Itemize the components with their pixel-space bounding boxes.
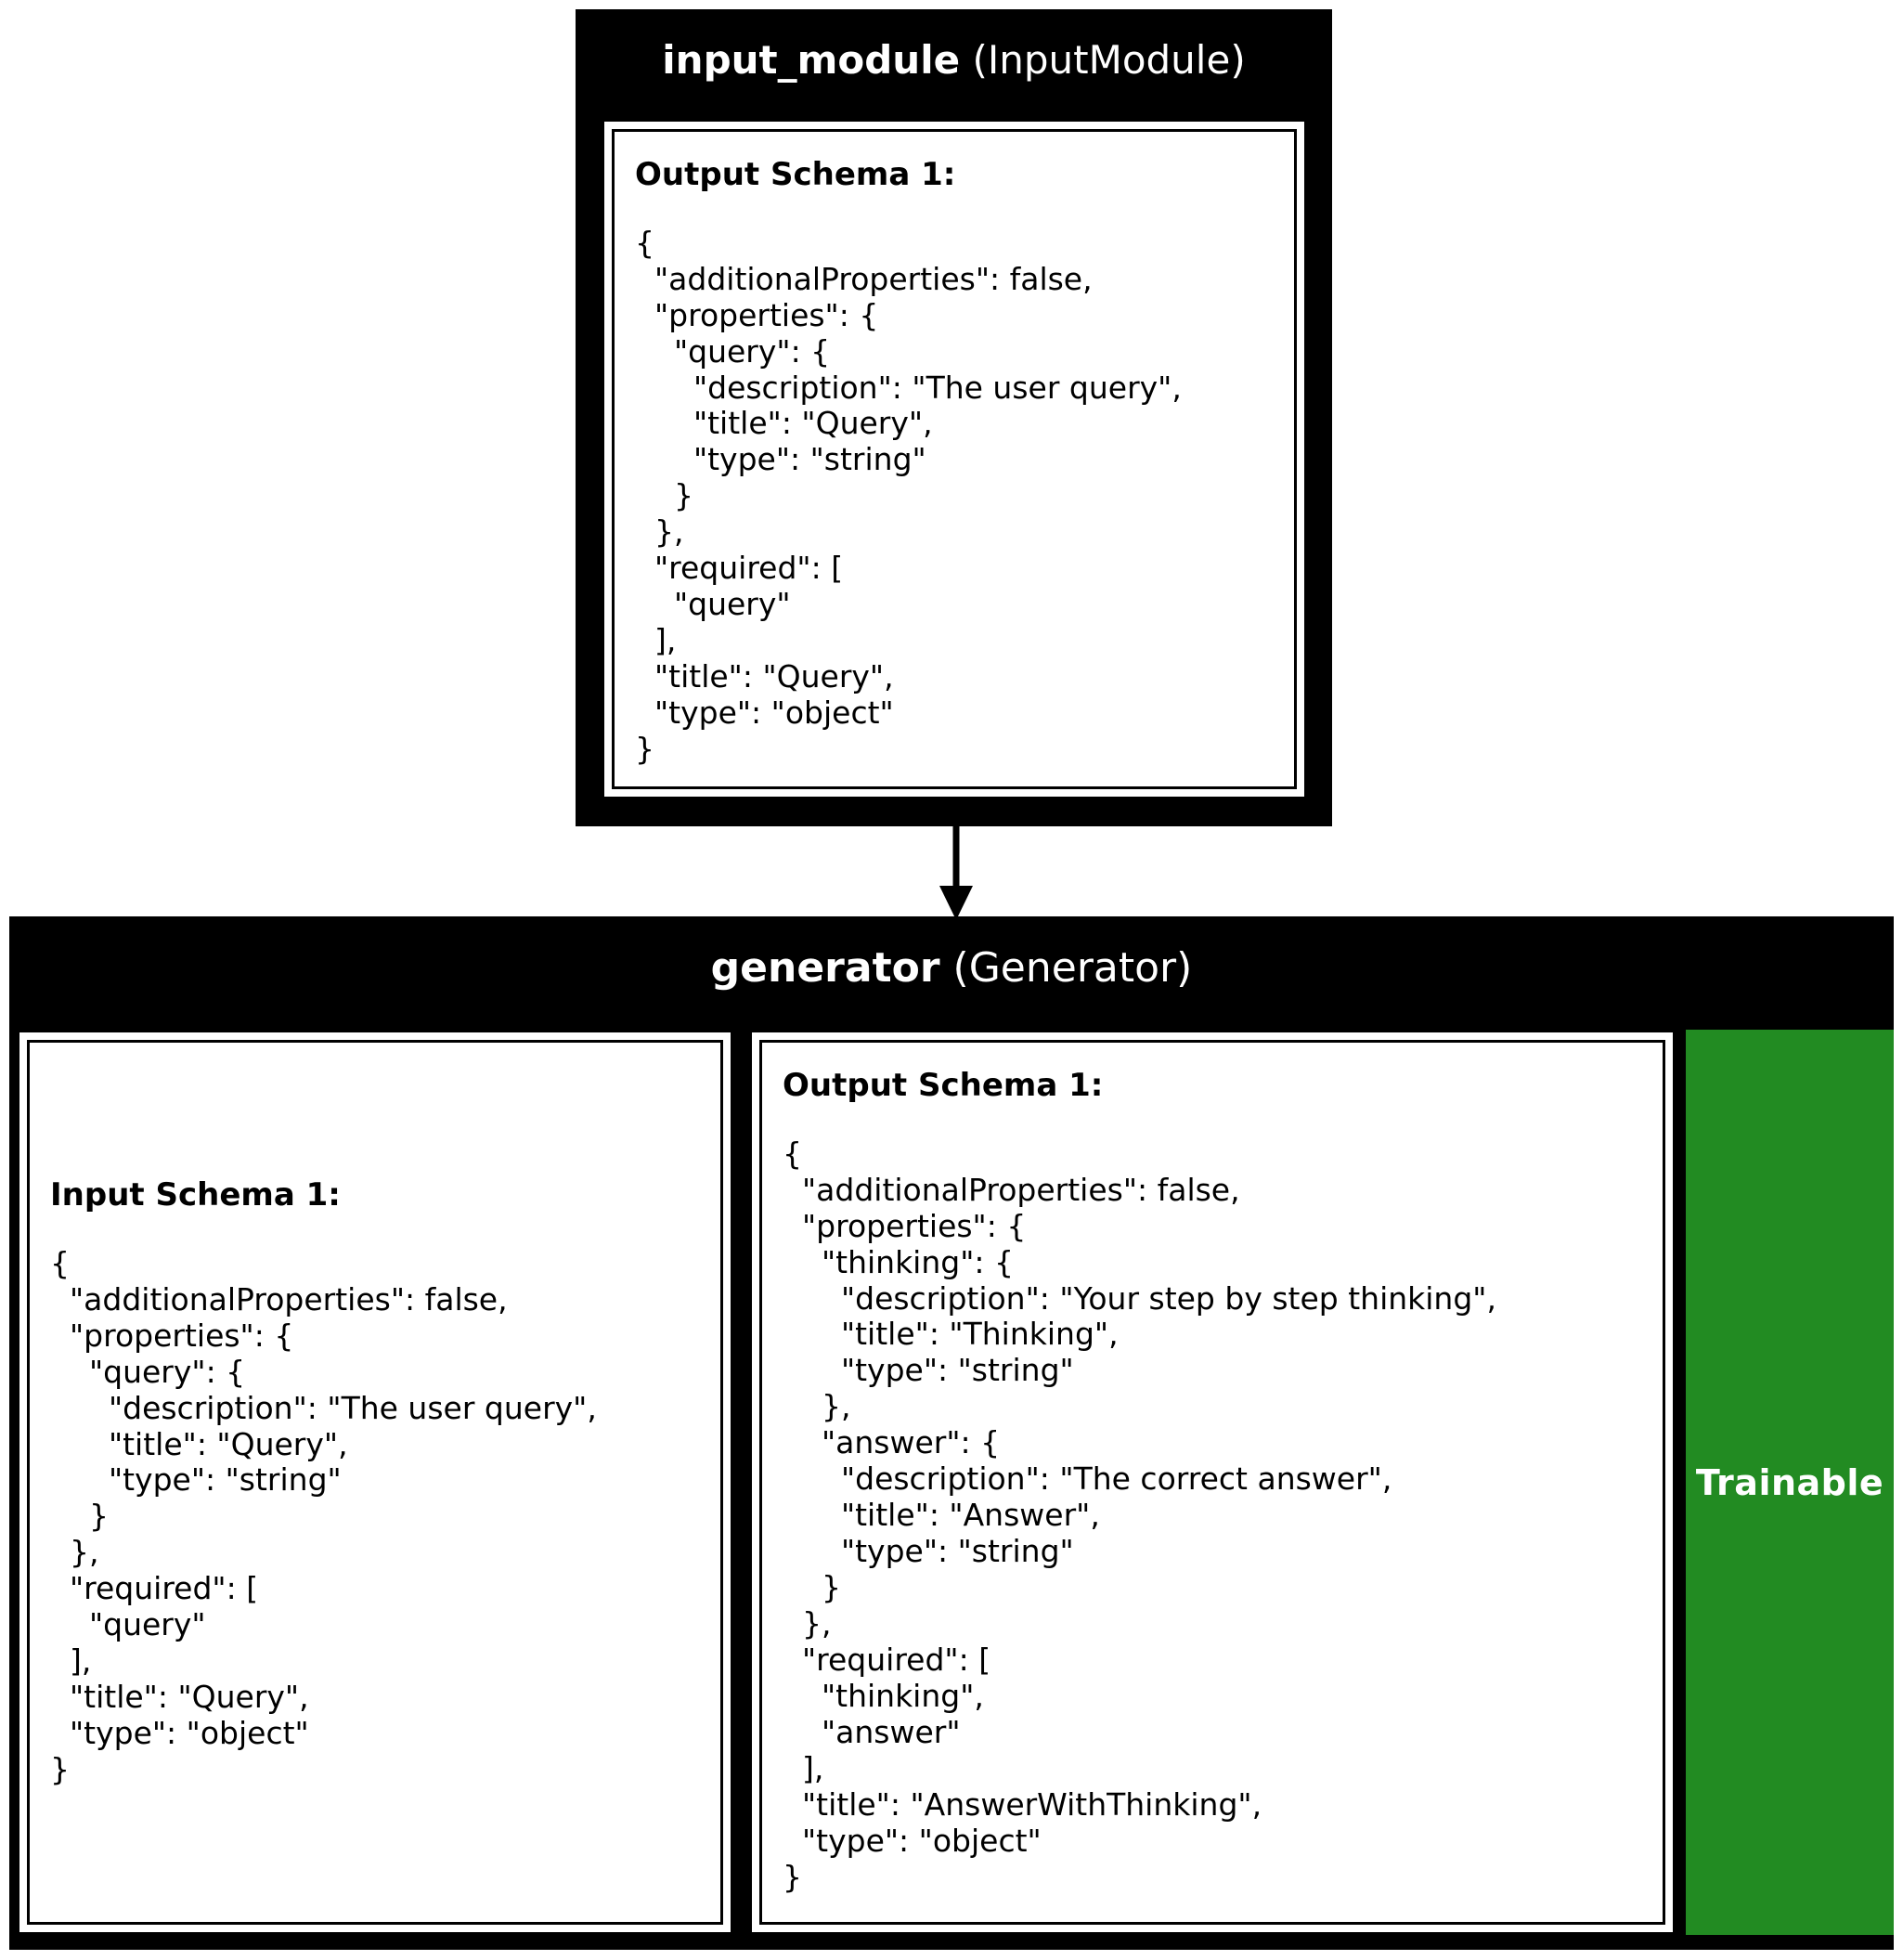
module-generator[interactable]: generator (Generator) Input Schema 1: { … [9,916,1894,1950]
input-module-output-schema-panel[interactable]: Output Schema 1: { "additionalProperties… [602,119,1307,799]
input-module-output-schema-json: { "additionalProperties": false, "proper… [635,224,1182,767]
module-input-module-class: (InputModule) [972,37,1246,83]
generator-output-schema-panel[interactable]: Output Schema 1: { "additionalProperties… [749,1030,1676,1935]
generator-trainable-badge[interactable]: Trainable [1686,1030,1894,1935]
generator-output-schema-heading: Output Schema 1: [783,1067,1104,1104]
generator-input-schema-content: Input Schema 1: { "additionalProperties"… [50,1043,711,1922]
generator-input-schema-panel-inner: Input Schema 1: { "additionalProperties"… [27,1040,723,1925]
input-module-output-schema-content: Output Schema 1: { "additionalProperties… [635,132,1285,786]
module-input-module[interactable]: input_module (InputModule) Output Schema… [576,9,1332,826]
generator-output-schema-content: Output Schema 1: { "additionalProperties… [783,1043,1653,1922]
connector-input-module-to-generator [928,824,984,922]
generator-input-schema-json: { "additionalProperties": false, "proper… [50,1244,597,1787]
generator-trainable-label: Trainable [1695,1461,1884,1503]
arrow-down-icon [939,824,973,920]
input-module-output-schema-panel-inner: Output Schema 1: { "additionalProperties… [612,129,1297,789]
generator-output-schema-panel-inner: Output Schema 1: { "additionalProperties… [759,1040,1665,1925]
module-generator-title: generator (Generator) [9,944,1894,992]
module-generator-class: (Generator) [952,944,1193,992]
generator-input-schema-heading: Input Schema 1: [50,1176,341,1214]
input-module-output-schema-heading: Output Schema 1: [635,156,956,193]
module-input-module-title: input_module (InputModule) [576,37,1332,83]
generator-output-schema-json: { "additionalProperties": false, "proper… [783,1135,1496,1895]
generator-input-schema-panel[interactable]: Input Schema 1: { "additionalProperties"… [17,1030,733,1935]
module-input-module-name: input_module [662,37,961,83]
module-generator-name: generator [710,944,940,992]
